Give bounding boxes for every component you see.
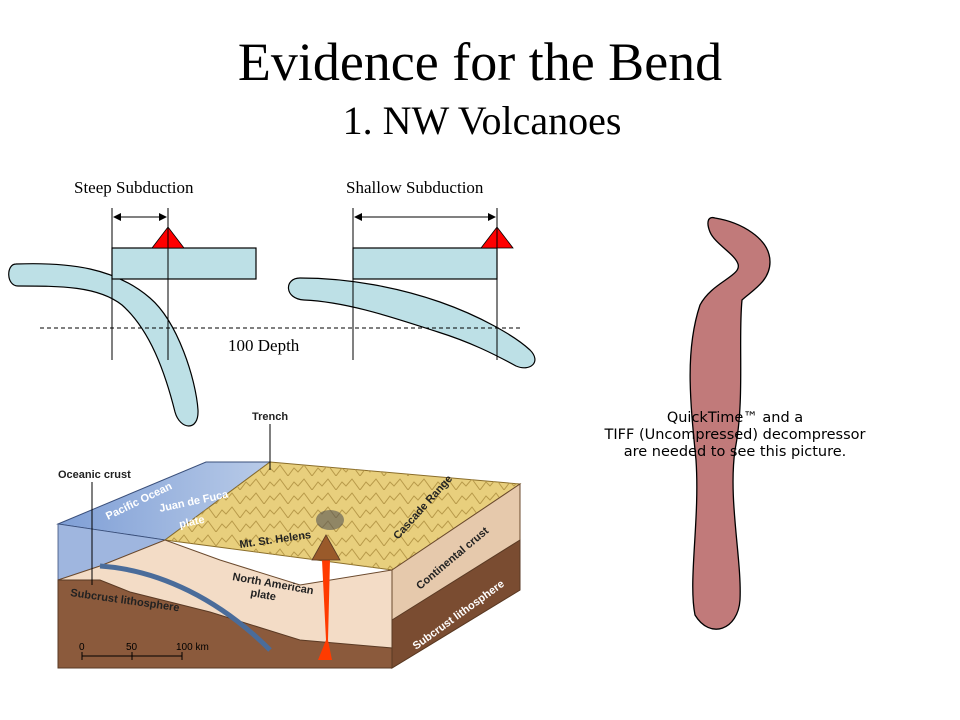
oceanic-crust-label: Oceanic crust	[58, 469, 131, 481]
quicktime-placeholder: QuickTime™ and a TIFF (Uncompressed) dec…	[570, 410, 900, 461]
scale-50: 50	[126, 642, 138, 653]
juan-de-fuca-label-2: plate	[178, 514, 206, 531]
placeholder-line-3: are needed to see this picture.	[623, 444, 847, 460]
trench-label: Trench	[252, 411, 288, 423]
shallow-slab	[287, 277, 536, 369]
shallow-subduction-diagram	[287, 208, 536, 369]
slide-title: Evidence for the Bend	[237, 32, 723, 92]
placeholder-line-2: TIFF (Uncompressed) decompressor	[604, 427, 866, 443]
scale-0: 0	[79, 642, 85, 653]
depth-label: 100 Depth	[228, 336, 300, 355]
steep-subduction-label: Steep Subduction	[74, 178, 194, 197]
cascadia-block-diagram: Trench Oceanic crust Pacific Ocean Juan …	[56, 411, 522, 669]
steep-plate	[111, 247, 257, 280]
shallow-plate	[352, 247, 498, 280]
scale-bar: 0 50 100 km	[79, 642, 209, 660]
bend-shape	[689, 216, 771, 630]
slide-subtitle: 1. NW Volcanoes	[0, 97, 960, 145]
steep-slab	[8, 263, 199, 427]
subtitle-text: 1. NW Volcanoes	[342, 98, 622, 143]
placeholder-line-1: QuickTime™ and a	[666, 410, 804, 426]
shallow-subduction-label: Shallow Subduction	[346, 178, 484, 197]
steep-subduction-diagram	[8, 208, 257, 427]
scale-100: 100 km	[176, 642, 209, 653]
north-american-label-2: plate	[249, 587, 276, 603]
